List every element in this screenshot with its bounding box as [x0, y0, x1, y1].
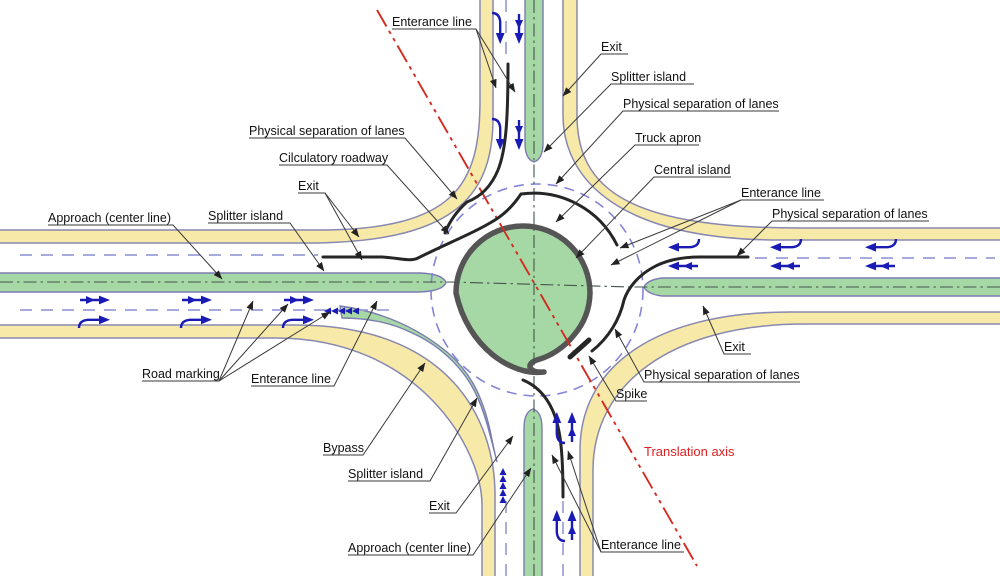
central-island	[453, 223, 593, 376]
leader-bypass	[323, 362, 426, 456]
label-truck-apron: Truck apron	[635, 131, 701, 145]
leader-physical-separation-right	[736, 220, 929, 257]
leader-enterance-line-top-2	[475, 28, 516, 93]
leader-lines	[48, 28, 929, 556]
label-exit-top: Exit	[601, 40, 622, 54]
leader-splitter-island-top	[543, 83, 694, 153]
translation-axis-line	[376, 9, 698, 567]
label-spike: Spike	[616, 387, 647, 401]
label-enterance-line-bottom: Enterance line	[601, 538, 681, 552]
label-splitter-island-bottom: Splitter island	[348, 467, 423, 481]
label-enterance-line-bottomleft: Enterance line	[251, 372, 331, 386]
leader-physical-separation-left	[249, 137, 458, 200]
physical-separation-lines	[321, 62, 750, 499]
enterance-line-south	[521, 378, 565, 499]
label-physical-separation-topright: Physical separation of lanes	[623, 97, 779, 111]
label-exit-left: Exit	[298, 179, 319, 193]
leader-approach-left	[48, 224, 223, 280]
leader-spike	[588, 355, 647, 402]
leader-truck-apron	[555, 144, 699, 223]
leader-cilculatory-roadway	[279, 164, 450, 235]
label-physical-separation-right: Physical separation of lanes	[772, 207, 928, 221]
label-approach-left: Approach (center line)	[48, 211, 171, 225]
leader-exit-left-2	[324, 192, 363, 261]
label-enterance-line-top: Enterance line	[392, 15, 472, 29]
leader-splitter-island-bottom	[348, 397, 478, 482]
leader-physical-separation-se	[614, 328, 800, 383]
leader-enterance-line-bottomleft	[251, 300, 378, 387]
leader-central-island	[575, 176, 731, 259]
yield-chevrons-south	[499, 468, 507, 503]
enterance-line-north	[443, 62, 510, 235]
leader-enterance-line-right-2	[610, 199, 742, 266]
label-road-marking: Road marking	[142, 367, 220, 381]
label-splitter-island-top: Splitter island	[611, 70, 686, 84]
label-exit-se: Exit	[724, 340, 745, 354]
leader-splitter-island-left	[208, 222, 325, 272]
bypass-splitter-island	[339, 305, 498, 463]
label-physical-separation-left: Physical separation of lanes	[249, 124, 405, 138]
label-splitter-island-left: Splitter island	[208, 209, 283, 223]
label-approach-bottom: Approach (center line)	[348, 541, 471, 555]
leader-physical-separation-topright	[555, 110, 779, 185]
label-enterance-line-right: Enterance line	[741, 186, 821, 200]
leader-enterance-line-bottom-2	[567, 450, 602, 553]
leader-approach-bottom	[348, 467, 532, 556]
leader-exit-bottom	[429, 435, 514, 514]
splitter-island-south	[523, 408, 543, 576]
labels: Enterance line Exit Splitter island Phys…	[48, 15, 928, 555]
leader-road-marking-2	[218, 303, 289, 382]
label-translation-axis: Translation axis	[644, 444, 735, 459]
label-bypass: Bypass	[323, 441, 364, 455]
label-exit-bottom: Exit	[429, 499, 450, 513]
label-cilculatory-roadway: Cilculatory roadway	[279, 151, 389, 165]
label-physical-separation-se: Physical separation of lanes	[644, 368, 800, 382]
separation-west-spiral	[321, 191, 619, 262]
truck-apron-edge	[430, 183, 644, 397]
spike-mark	[567, 337, 592, 360]
leader-road-marking-3	[218, 311, 331, 382]
label-central-island: Central island	[654, 163, 730, 177]
leader-exit-se	[702, 305, 751, 355]
separation-east-spiral	[590, 255, 750, 353]
leader-exit-top	[562, 53, 628, 97]
